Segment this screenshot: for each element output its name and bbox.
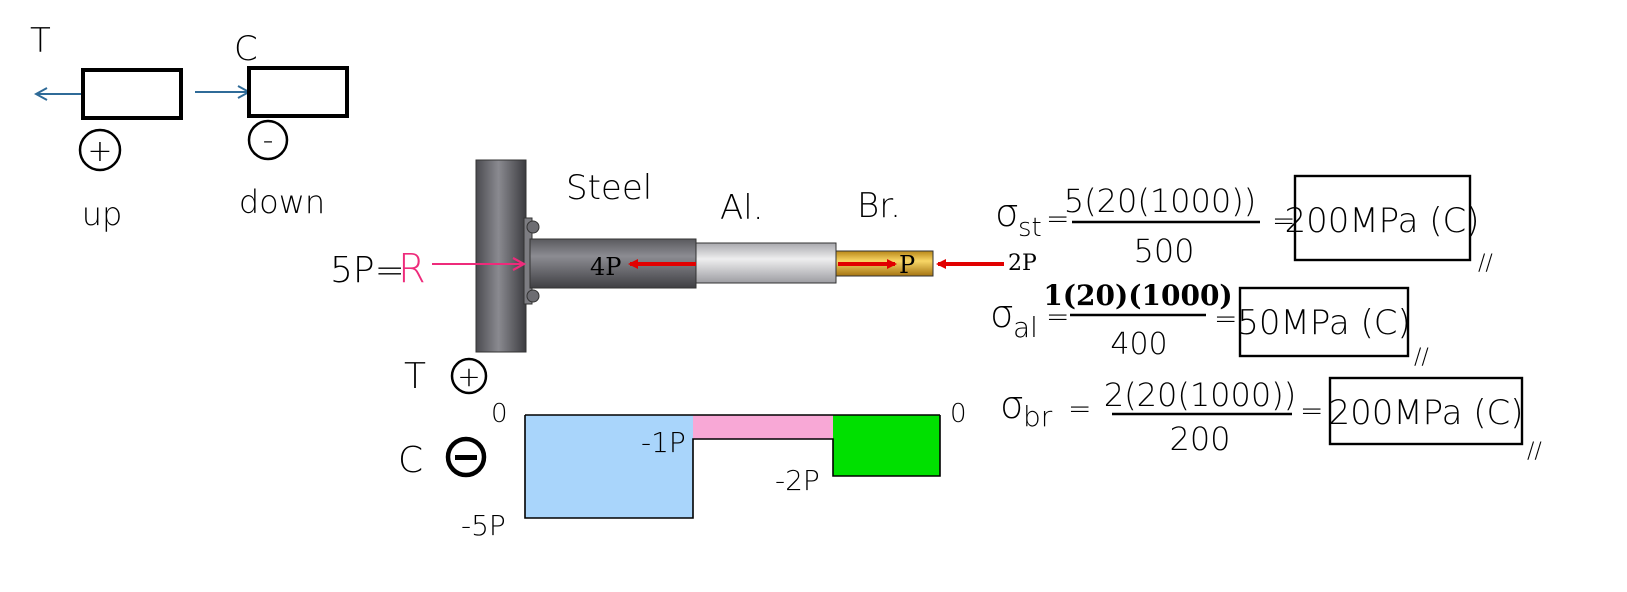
- equation-steel: σ st = 5(20(1000)) 500 = 200MPa (C) //: [995, 174, 1493, 276]
- level-label-brass: -2P: [775, 464, 820, 497]
- denominator: 200: [1169, 420, 1230, 458]
- result-text: 50MPa (C): [1237, 303, 1411, 343]
- compression-block: [247, 66, 349, 118]
- plus-circle: [78, 128, 122, 172]
- diagram-plus-circle: [450, 357, 488, 395]
- tension-sign: +: [87, 134, 112, 169]
- diagram-compression-letter: C: [398, 440, 423, 481]
- numerator: 1(20)(1000): [1043, 279, 1232, 312]
- equals-sign: =: [1300, 394, 1323, 427]
- tension-letter: T: [30, 21, 51, 61]
- end-mark: //: [1414, 345, 1429, 370]
- sigma-symbol: σ: [1000, 383, 1024, 427]
- result-text: 200MPa (C): [1328, 393, 1523, 433]
- aluminum-segment: [695, 242, 837, 284]
- numerator: 5(20(1000)): [1064, 182, 1256, 220]
- axial-force-diagram: T + C 0 0 -5P -1P -2P: [398, 356, 967, 542]
- end-load-label: 2P: [1008, 251, 1037, 276]
- reaction-equals-label: 5P=: [330, 250, 405, 291]
- fixed-wall: [475, 159, 527, 353]
- denominator: 500: [1133, 232, 1194, 270]
- equals-sign: =: [1272, 204, 1295, 237]
- compression-sign: -: [263, 123, 274, 158]
- left-zero-label: 0: [491, 399, 508, 429]
- minus-circle: [247, 119, 289, 161]
- equation-aluminum: σ al = 1(20)(1000) 400 = 50MPa (C) //: [990, 279, 1429, 370]
- equals-sign: =: [1068, 392, 1091, 425]
- force-outline: [524, 415, 941, 519]
- sign-convention: T + up C - down: [30, 21, 349, 233]
- result-text: 200MPa (C): [1284, 201, 1479, 241]
- right-zero-label: 0: [950, 399, 967, 429]
- numerator: 2(20(1000)): [1104, 376, 1296, 414]
- end-mark: //: [1527, 439, 1542, 464]
- equation-brass: σ br = 2(20(1000)) 200 = 200MPa (C) //: [1000, 376, 1542, 464]
- diagram-minus-bar: [455, 455, 477, 460]
- sigma-subscript: al: [1013, 311, 1038, 344]
- steel-label: Steel: [566, 168, 652, 208]
- result-box: [1328, 376, 1524, 446]
- sigma-symbol: σ: [995, 191, 1019, 235]
- brass-label: Br.: [857, 186, 901, 226]
- denominator: 400: [1110, 327, 1167, 362]
- aluminum-label: Al.: [720, 188, 764, 228]
- diagram-tension-sign: +: [457, 360, 480, 393]
- sigma-symbol: σ: [990, 292, 1014, 336]
- result-box: [1238, 286, 1410, 358]
- steel-load-label: 4P: [590, 253, 621, 281]
- sigma-subscript: st: [1018, 213, 1042, 243]
- reaction-symbol: R: [398, 246, 426, 292]
- equals-sign: =: [1214, 302, 1237, 335]
- diagram-tension-letter: T: [404, 356, 426, 397]
- equals-sign: =: [1046, 300, 1069, 333]
- tension-block: [81, 68, 183, 120]
- bolt-bottom: [526, 289, 540, 303]
- tension-word: up: [82, 195, 123, 233]
- brass-force-region: [833, 415, 940, 476]
- result-box: [1293, 174, 1472, 262]
- compression-word: down: [239, 183, 325, 221]
- equals-sign: =: [1046, 202, 1069, 235]
- level-label-steel: -5P: [461, 509, 506, 542]
- bolt-top: [526, 220, 540, 234]
- composite-bar: Steel Al. Br. 5P= R 4P P 2P: [330, 159, 1037, 353]
- end-mark: //: [1478, 251, 1493, 276]
- level-label-aluminum: -1P: [641, 426, 686, 459]
- brass-load-label: P: [899, 251, 915, 279]
- steel-force-region: [525, 415, 693, 518]
- sigma-subscript: br: [1023, 400, 1053, 433]
- compression-letter: C: [234, 29, 258, 69]
- stress-equations: σ st = 5(20(1000)) 500 = 200MPa (C) // σ…: [990, 174, 1542, 464]
- aluminum-force-region: [693, 415, 833, 439]
